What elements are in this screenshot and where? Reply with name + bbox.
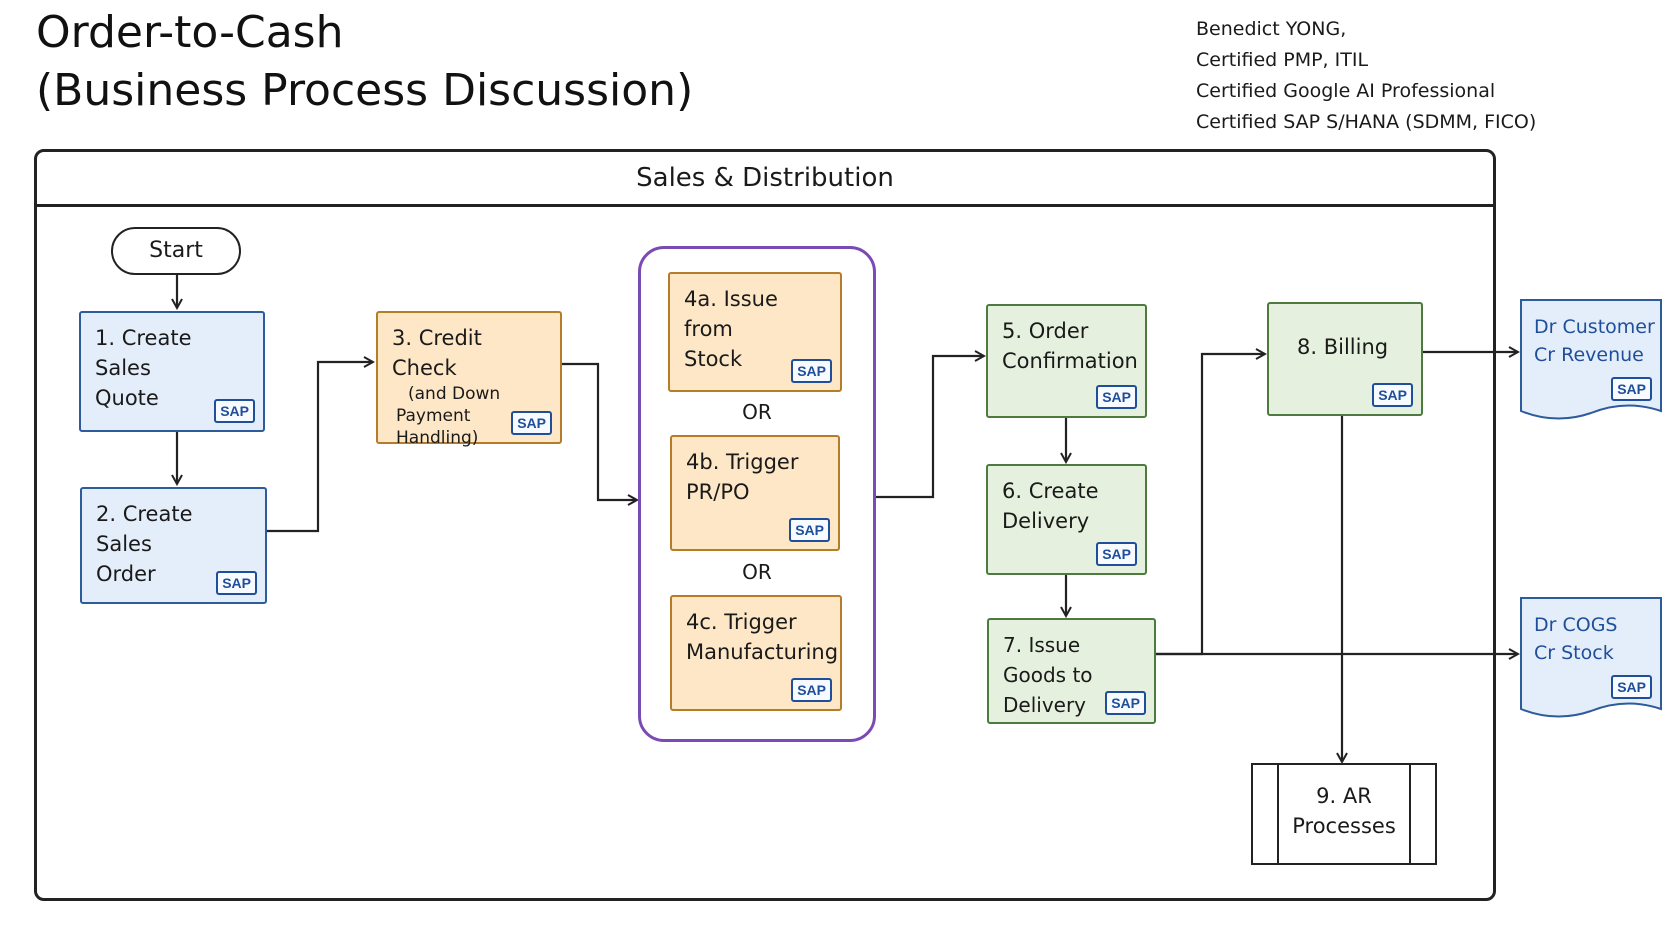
arrow-credit-to-fulfillment xyxy=(562,362,637,500)
step-label: 4c. Trigger xyxy=(686,610,797,634)
author-cert-1: Certified PMP, ITIL xyxy=(1196,49,1369,71)
step-ar-processes: 9. AR Processes xyxy=(1251,763,1437,865)
arrow-fulfillment-to-confirmation xyxy=(876,356,984,499)
step-issue-goods-to-delivery: 7. Issue Goods to Delivery SAP xyxy=(987,618,1156,724)
fulfillment-options-group xyxy=(638,246,876,742)
sap-badge: SAP xyxy=(1611,675,1652,699)
step-sublabel: Payment Handling) xyxy=(396,406,479,448)
start-terminator: Start xyxy=(111,227,241,275)
step-label: Manufacturing xyxy=(686,640,839,664)
step-label: Order xyxy=(96,562,156,586)
step-label: 2. Create Sales xyxy=(96,502,193,556)
author-cert-2: Certified Google AI Professional xyxy=(1196,80,1496,102)
step-label: 4a. Issue from xyxy=(684,287,778,341)
step-label: Stock xyxy=(684,347,743,371)
step-sublabel: (and Down xyxy=(408,384,501,404)
posting-text: Dr COGS Cr Stock xyxy=(1534,611,1618,667)
step-issue-from-stock: 4a. Issue from Stock SAP xyxy=(668,272,842,392)
page-title-line2: (Business Process Discussion) xyxy=(36,65,694,116)
step-label: Delivery xyxy=(1002,509,1090,533)
step-label: 9. AR Processes xyxy=(1253,781,1435,841)
sap-badge: SAP xyxy=(1372,383,1413,407)
posting-line: Dr Customer xyxy=(1534,316,1655,338)
sap-badge: SAP xyxy=(789,518,830,542)
posting-cogs-stock: Dr COGS Cr Stock SAP xyxy=(1520,597,1662,721)
sap-badge: SAP xyxy=(1105,691,1146,715)
step-label: Quote xyxy=(95,386,159,410)
sap-badge: SAP xyxy=(791,359,832,383)
step-label: Delivery xyxy=(1003,693,1087,717)
step-label: 6. Create xyxy=(1002,479,1099,503)
posting-customer-revenue: Dr Customer Cr Revenue SAP xyxy=(1520,299,1662,423)
sap-badge: SAP xyxy=(216,571,257,595)
step-create-delivery: 6. Create Delivery SAP xyxy=(986,464,1147,575)
predefined-process-bar xyxy=(1277,765,1279,863)
or-label: OR xyxy=(742,560,772,584)
step-label: 4b. Trigger xyxy=(686,450,799,474)
page-title-line1: Order-to-Cash xyxy=(36,7,344,58)
predefined-process-bar xyxy=(1409,765,1411,863)
step-label: 3. Credit Check xyxy=(392,326,482,380)
step-trigger-manufacturing: 4c. Trigger Manufacturing SAP xyxy=(670,595,842,711)
step-label: PR/PO xyxy=(686,480,750,504)
step-label: 5. Order xyxy=(1002,319,1089,343)
posting-line: Dr COGS xyxy=(1534,614,1618,636)
swimlane-frame: Sales & Distribution xyxy=(34,149,1496,901)
posting-text: Dr Customer Cr Revenue xyxy=(1534,313,1655,369)
sap-badge: SAP xyxy=(1096,542,1137,566)
posting-line: Cr Revenue xyxy=(1534,344,1644,366)
step-create-sales-quote: 1. Create Sales Quote SAP xyxy=(79,311,265,432)
step-order-confirmation: 5. Order Confirmation SAP xyxy=(986,304,1147,418)
sap-badge: SAP xyxy=(1611,377,1652,401)
step-label: 7. Issue Goods to xyxy=(1003,633,1093,687)
sap-badge: SAP xyxy=(214,399,255,423)
author-name: Benedict YONG, xyxy=(1196,18,1347,40)
swimlane-title: Sales & Distribution xyxy=(37,152,1493,207)
author-block: Benedict YONG, Certified PMP, ITIL Certi… xyxy=(1196,14,1536,138)
posting-line: Cr Stock xyxy=(1534,642,1614,664)
sap-badge: SAP xyxy=(1096,385,1137,409)
step-label: 8. Billing xyxy=(1297,335,1389,359)
arrow-order-to-credit xyxy=(267,362,373,533)
step-create-sales-order: 2. Create Sales Order SAP xyxy=(80,487,267,604)
step-trigger-pr-po: 4b. Trigger PR/PO SAP xyxy=(670,435,840,551)
step-label: 1. Create Sales xyxy=(95,326,192,380)
step-label-line: 9. AR xyxy=(1316,784,1372,808)
step-billing: 8. Billing SAP xyxy=(1267,302,1423,416)
sap-badge: SAP xyxy=(791,678,832,702)
author-cert-3: Certified SAP S/HANA (SDMM, FICO) xyxy=(1196,111,1537,133)
step-label: Confirmation xyxy=(1002,349,1138,373)
sap-badge: SAP xyxy=(511,411,552,435)
arrow-goods-issue-to-billing xyxy=(1156,354,1265,656)
or-label: OR xyxy=(742,400,772,424)
step-label-line: Processes xyxy=(1292,814,1396,838)
step-credit-check: 3. Credit Check (and Down Payment Handli… xyxy=(376,311,562,448)
